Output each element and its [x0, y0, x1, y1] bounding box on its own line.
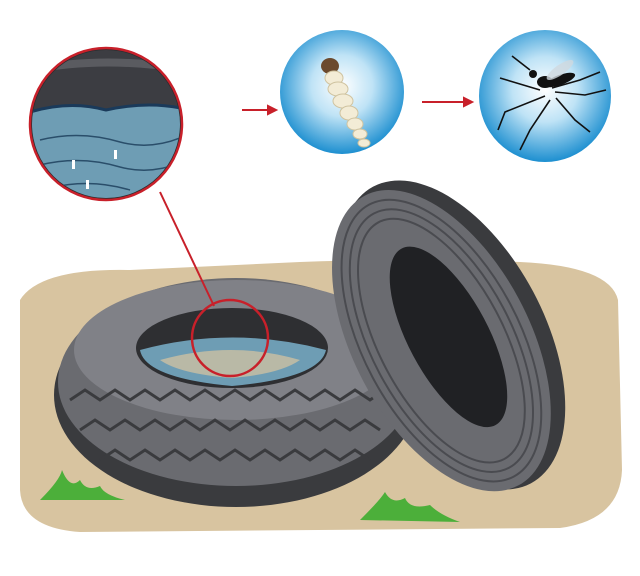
highlight-ring	[190, 298, 270, 378]
mosquito-icon	[479, 30, 611, 162]
arrow-icon	[422, 96, 475, 108]
lying-tire	[54, 278, 418, 507]
larva-icon	[280, 30, 404, 154]
standing-tire	[332, 180, 566, 492]
connector-line	[159, 191, 215, 307]
arrow-icon	[242, 104, 279, 116]
grass	[40, 470, 460, 522]
eggs-in-water-icon	[28, 46, 184, 202]
